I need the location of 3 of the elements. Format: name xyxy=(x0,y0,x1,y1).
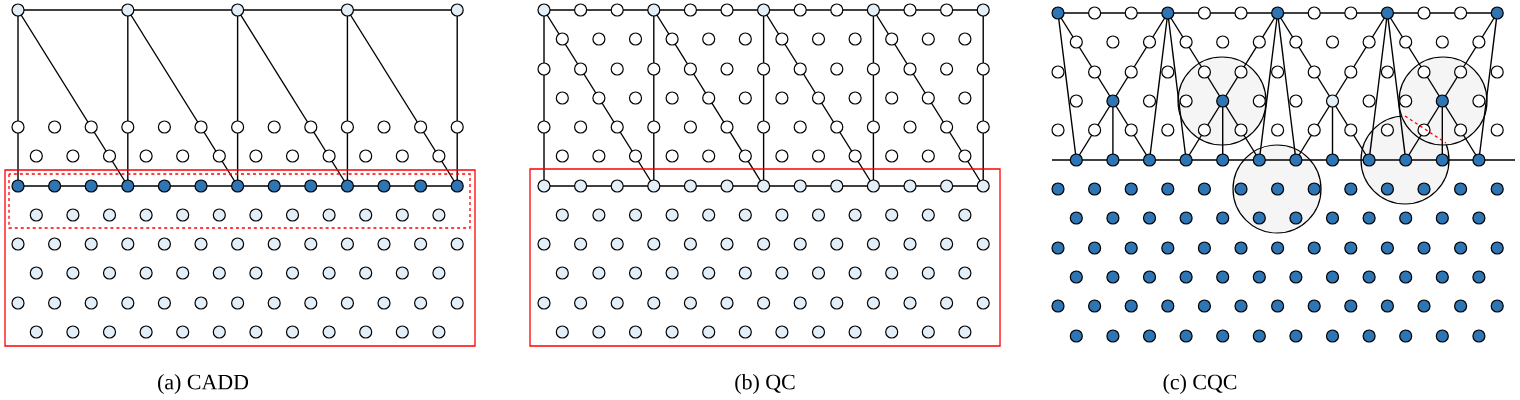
caption-text: (a) CADD xyxy=(158,374,249,394)
caption-text: (c) CQC xyxy=(1163,374,1237,394)
caption-text: (b) QC xyxy=(735,374,795,394)
